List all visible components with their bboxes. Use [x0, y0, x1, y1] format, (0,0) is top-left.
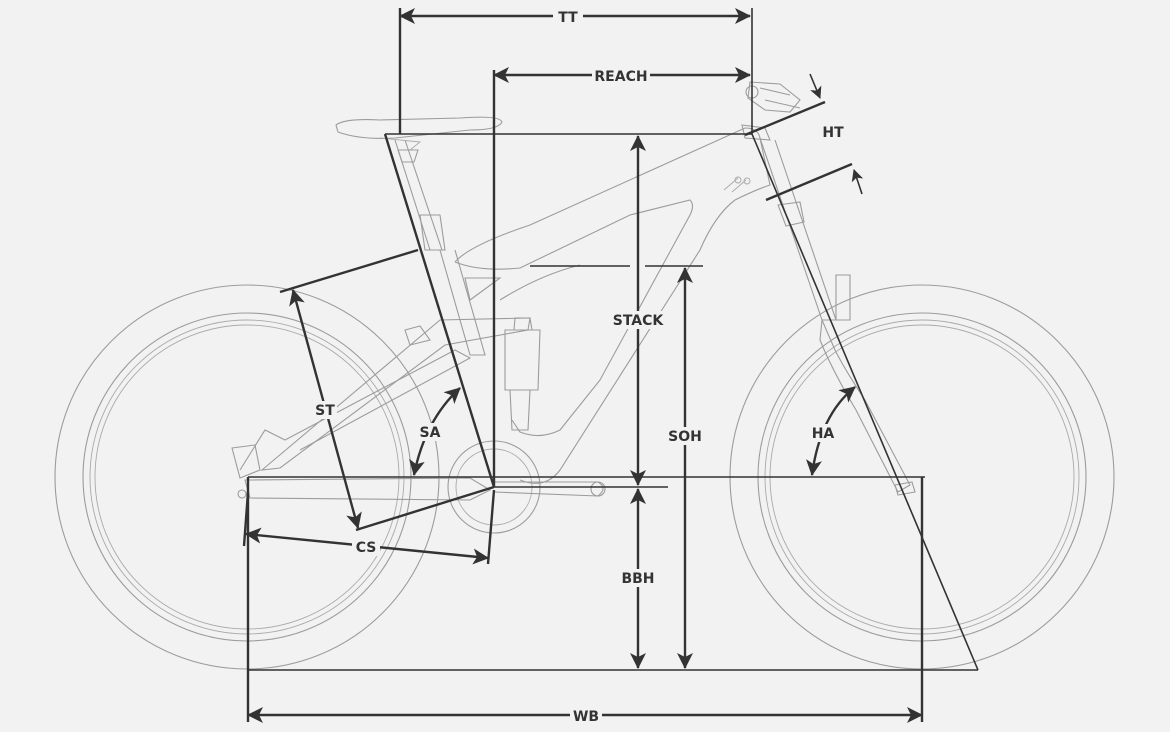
head-tube-line — [751, 133, 979, 671]
main-frame — [454, 127, 771, 484]
soh-dimension: SOH — [668, 267, 702, 669]
tt-label: TT — [558, 10, 578, 26]
tt-dimension: TT — [399, 7, 751, 26]
crank-arm — [493, 481, 606, 497]
rear-shock — [504, 317, 541, 431]
st-dimension: ST — [279, 248, 495, 532]
st-label: ST — [315, 403, 335, 419]
reach-label: REACH — [594, 69, 647, 85]
soh-label: SOH — [668, 429, 702, 445]
cs-label: CS — [356, 540, 377, 556]
wb-label: WB — [573, 709, 599, 725]
bbh-label: BBH — [621, 571, 654, 587]
reach-dimension: REACH — [493, 66, 751, 85]
front-fork — [759, 137, 916, 496]
ha-label: HA — [812, 426, 835, 442]
rear-triangle — [231, 317, 531, 501]
cockpit — [741, 81, 801, 141]
cs-dimension: CS — [242, 489, 496, 565]
wb-dimension: WB — [247, 706, 923, 725]
seat-assembly — [335, 116, 503, 356]
stack-label: STACK — [613, 313, 665, 329]
ht-label: HT — [822, 125, 844, 141]
sa-label: SA — [420, 425, 441, 441]
bbh-dimension: BBH — [620, 488, 656, 669]
sa-dimension: SA — [409, 387, 461, 476]
seat-tube-line — [383, 133, 496, 488]
ht-dimension: HT — [744, 73, 864, 202]
stack-dimension: STACK — [612, 135, 665, 486]
bike-outline — [54, 81, 1115, 670]
ha-dimension: HA — [806, 386, 856, 476]
